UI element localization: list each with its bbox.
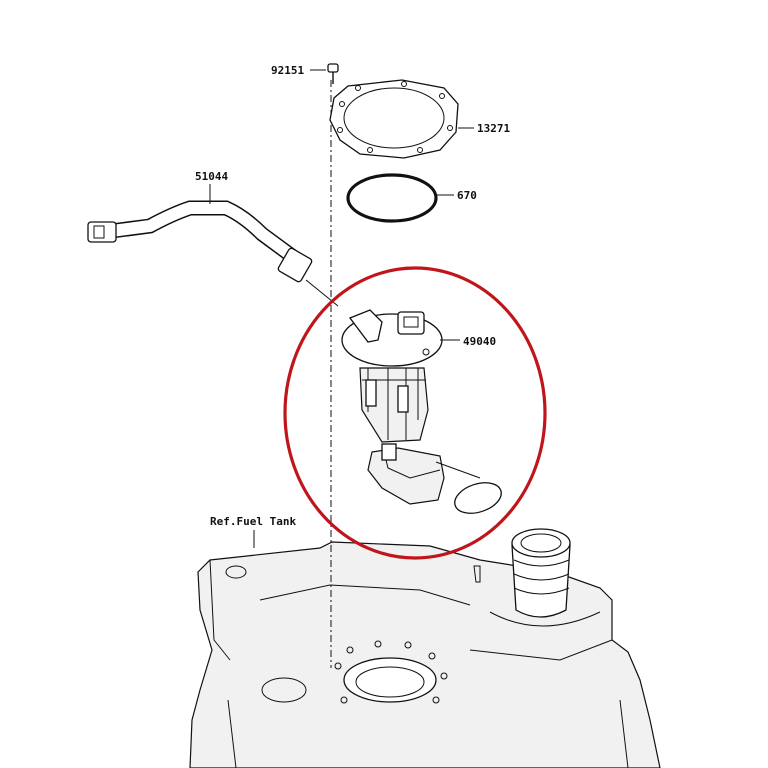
label-13271: 13271 — [477, 122, 510, 135]
hose-51044 — [87, 184, 339, 307]
oring-670 — [346, 173, 454, 223]
fuel-pump-49040 — [341, 309, 502, 514]
pump-highlight-circle — [283, 266, 547, 560]
label-51044: 51044 — [195, 170, 228, 183]
fuel-tank — [189, 528, 661, 768]
label-670: 670 — [457, 189, 477, 202]
gasket-13271 — [329, 79, 474, 159]
label-49040: 49040 — [463, 335, 496, 348]
label-ref-fuel-tank: Ref.Fuel Tank — [210, 515, 296, 528]
bolt-92151 — [310, 63, 339, 84]
label-92151: 92151 — [271, 64, 304, 77]
